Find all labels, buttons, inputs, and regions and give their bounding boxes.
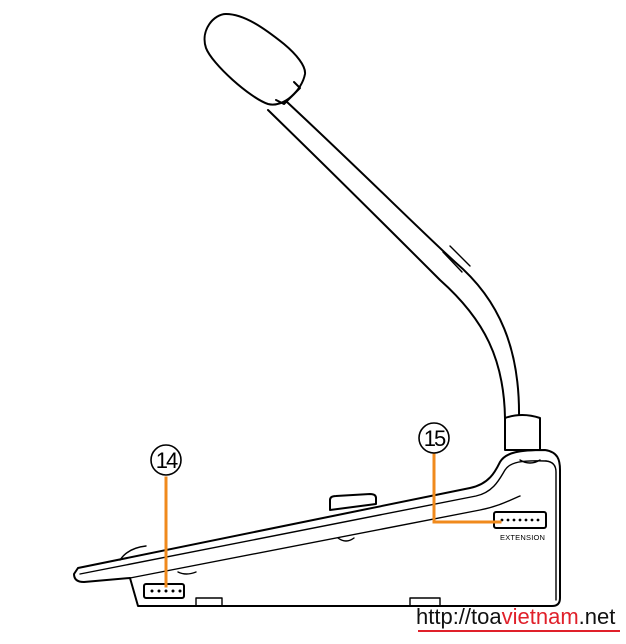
microphone-head xyxy=(203,13,307,106)
callout-15: 15 xyxy=(418,422,450,454)
watermark-suffix: .net xyxy=(578,604,616,629)
watermark-prefix: http://toa xyxy=(416,604,502,629)
callout-14: 14 xyxy=(150,444,182,476)
connector-15: EXTENSION xyxy=(493,511,547,542)
extension-label: EXTENSION xyxy=(500,533,545,542)
base-unit xyxy=(73,414,561,607)
callout-14-label: 14 xyxy=(156,448,178,473)
leader-line-15 xyxy=(432,450,502,524)
watermark: http://toavietnam.net xyxy=(416,602,615,632)
watermark-underline xyxy=(418,630,620,632)
connector-14 xyxy=(143,583,185,599)
watermark-highlight: vietnam xyxy=(501,604,579,629)
gooseneck xyxy=(267,101,521,419)
callout-15-label: 15 xyxy=(424,426,446,451)
leader-lines xyxy=(164,450,502,588)
